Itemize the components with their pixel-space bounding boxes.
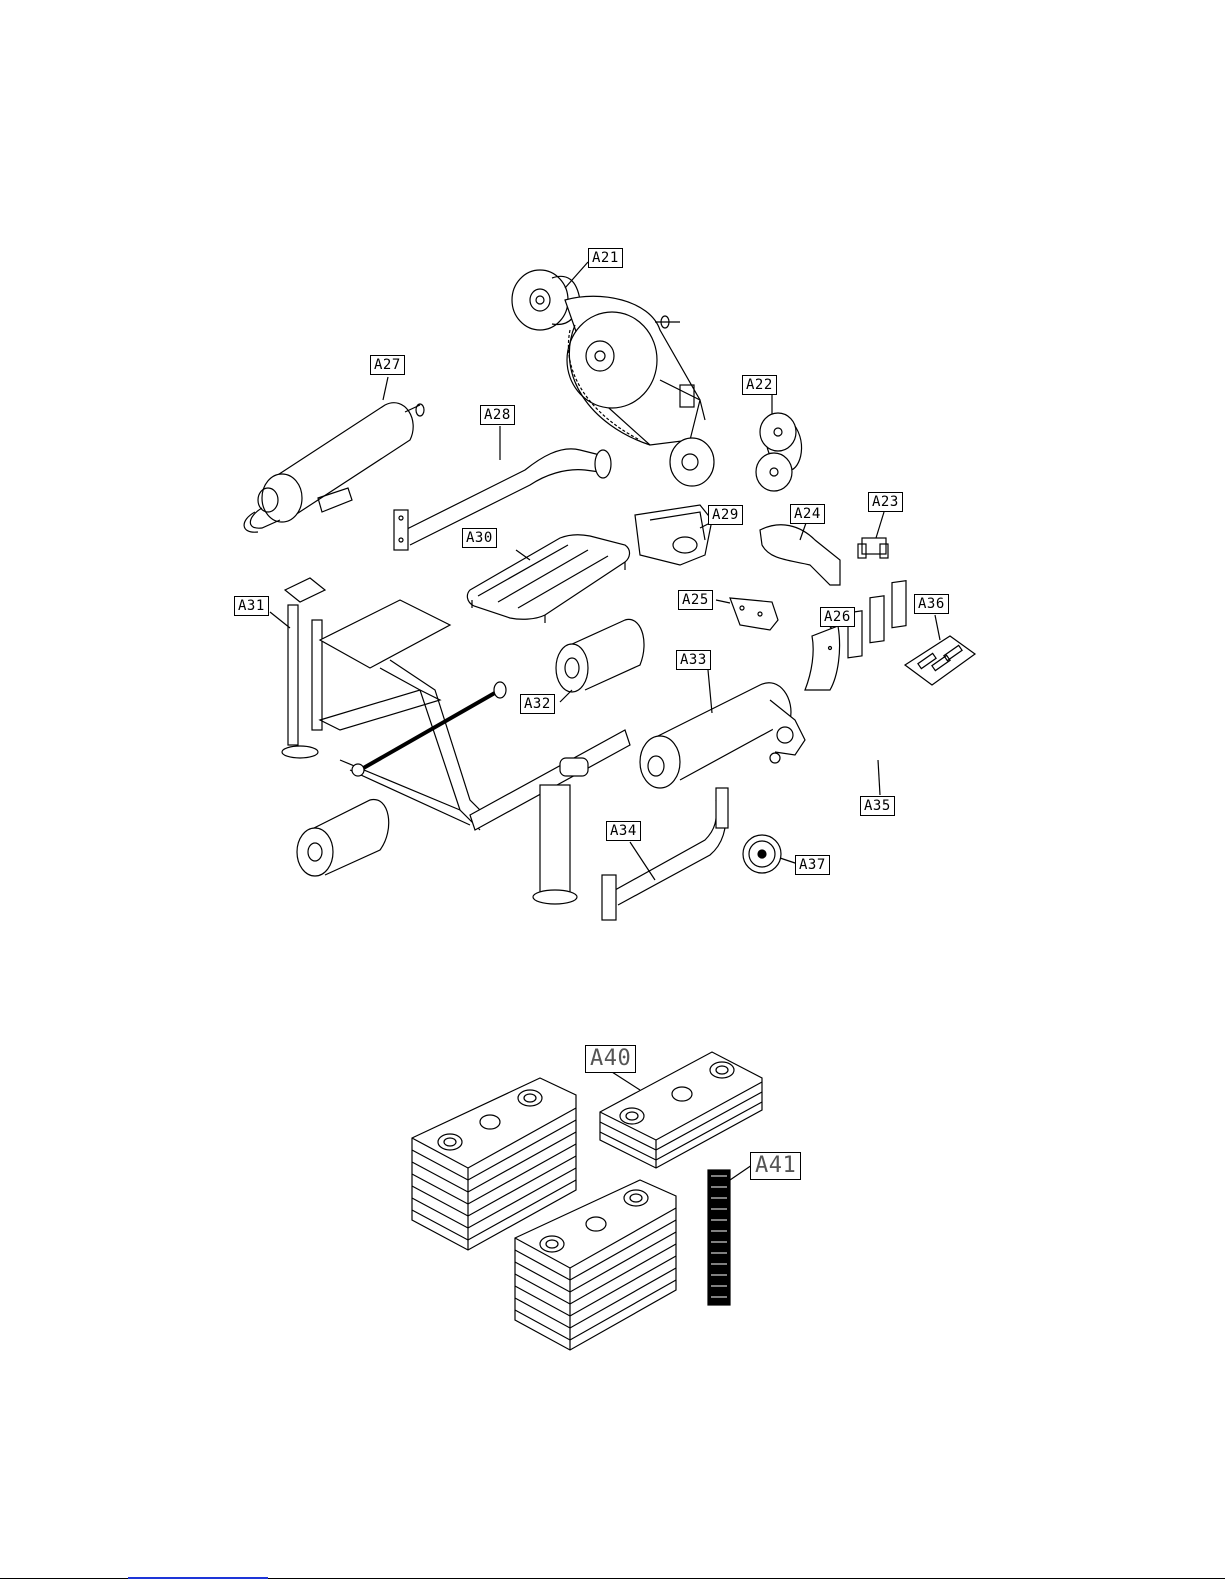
callout-a33: A33	[676, 650, 711, 670]
part-a33-roller-assembly	[640, 683, 805, 788]
part-a34-bent-tube	[602, 788, 728, 920]
callout-a30: A30	[462, 528, 497, 548]
part-a26-curved-plate	[805, 626, 840, 690]
callout-a24: A24	[790, 504, 825, 524]
callout-a27: A27	[370, 355, 405, 375]
part-a37-pulley	[743, 835, 781, 873]
callout-a25: A25	[678, 590, 713, 610]
part-loose-roller	[297, 800, 389, 876]
part-a25-bracket	[730, 598, 778, 630]
callout-a23: A23	[868, 492, 903, 512]
callout-a22: A22	[742, 375, 777, 395]
callout-a26: A26	[820, 607, 855, 627]
part-a36-panel	[905, 636, 975, 685]
part-a21-cam-assembly	[512, 270, 714, 486]
callout-a35: A35	[860, 796, 895, 816]
callout-a36: A36	[914, 594, 949, 614]
part-a23-bracket	[858, 538, 888, 558]
callout-a29: A29	[708, 505, 743, 525]
part-a41-label-strip	[708, 1170, 730, 1305]
callout-a34: A34	[606, 821, 641, 841]
part-a35-plates	[848, 581, 906, 658]
part-a24-arm-plate	[760, 525, 840, 585]
part-a32-roller	[556, 619, 644, 692]
callout-a21: A21	[588, 248, 623, 268]
callout-a37: A37	[795, 855, 830, 875]
callout-a31: A31	[234, 596, 269, 616]
part-a29-shroud	[635, 505, 712, 565]
callout-a32: A32	[520, 694, 555, 714]
callout-a40: A40	[585, 1045, 636, 1073]
footer-link-underline[interactable]	[128, 1577, 268, 1579]
part-a22-plates	[756, 413, 802, 491]
callout-a28: A28	[480, 405, 515, 425]
callout-a41: A41	[750, 1152, 801, 1180]
